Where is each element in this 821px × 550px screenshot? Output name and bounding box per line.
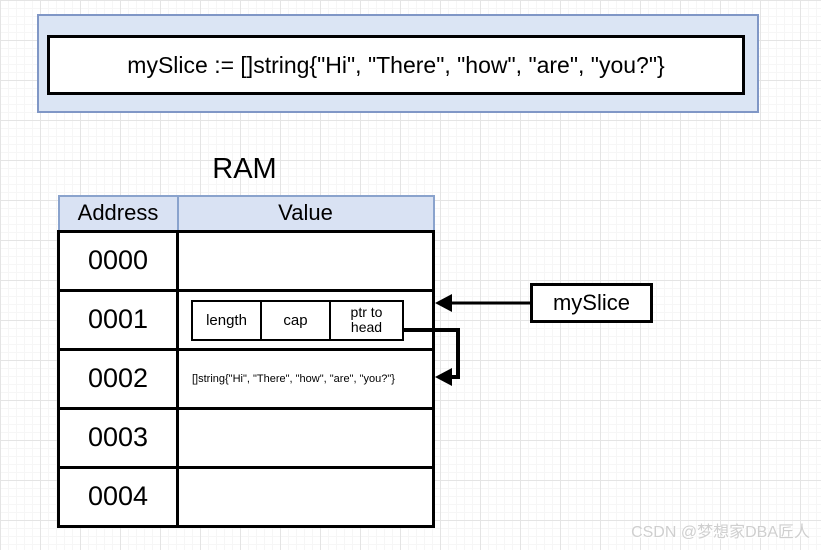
address-cell-0003: 0003 [57,406,179,469]
value-cell-0002: []string{"Hi", "There", "how", "are", "y… [176,347,435,410]
column-header-address: Address [57,195,179,232]
table-row: 0003 [57,406,435,469]
column-header-value: Value [176,195,435,232]
ram-title: RAM [212,153,277,185]
slice-struct: length cap ptr to head [191,299,404,341]
address-cell-0001: 0001 [57,288,179,351]
table-row: 0004 [57,465,435,528]
value-cell-0004 [176,465,435,528]
table-header-row: Address Value [57,195,435,232]
slice-ptr-to-head-cell: ptr to head [331,299,404,341]
code-text: mySlice := []string{"Hi", "There", "how"… [127,51,665,78]
value-cell-0003 [176,406,435,469]
table-row: 0001 length cap ptr to head [57,288,435,351]
address-cell-0002: 0002 [57,347,179,410]
myslice-label-box: mySlice [530,283,653,323]
value-cell-0001: length cap ptr to head [176,288,435,351]
slice-data-text: []string{"Hi", "There", "how", "are", "y… [192,372,395,385]
code-box-frame: mySlice := []string{"Hi", "There", "how"… [37,14,759,113]
value-cell-0000 [176,229,435,292]
table-row: 0002 []string{"Hi", "There", "how", "are… [57,347,435,410]
slice-length-cell: length [191,299,262,341]
slice-cap-cell: cap [262,299,331,341]
table-row: 0000 [57,229,435,292]
code-box: mySlice := []string{"Hi", "There", "how"… [47,35,745,95]
address-cell-0000: 0000 [57,229,179,292]
myslice-label: mySlice [552,290,630,315]
myslice-arrowhead-icon [435,294,452,312]
ram-table: Address Value 0000 0001 length cap ptr t… [57,195,435,528]
ptr-arrowhead-icon [435,368,452,386]
watermark: CSDN @梦想家DBA匠人 [631,524,810,541]
address-cell-0004: 0004 [57,465,179,528]
